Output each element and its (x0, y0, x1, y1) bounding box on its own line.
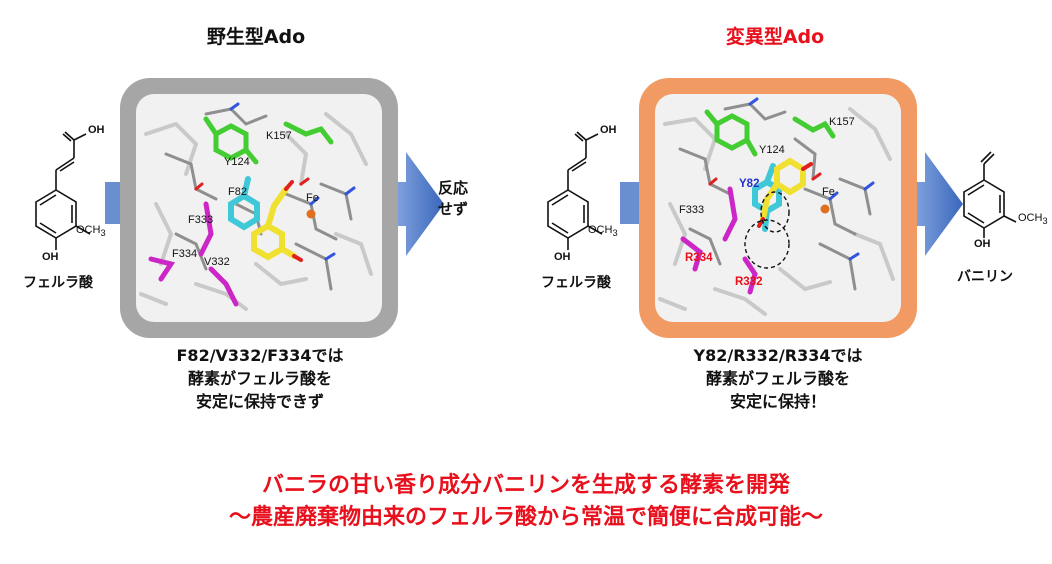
output-arrow-left (398, 152, 444, 256)
residue-label-fe-left: Fe (306, 192, 319, 204)
ferulic-acid-structure-left (35, 131, 91, 250)
wild-type-title: 野生型Ado (206, 26, 306, 48)
wild-type-caption: F82/V332/F334では 酵素がフェルラ酸を 安定に保持できず (110, 344, 410, 413)
headline: バニラの甘い香り成分バニリンを生成する酵素を開発 ～農産廃棄物由来のフェルラ酸か… (0, 470, 1052, 534)
mutant-structure-panel: K157 Y124 Y82 F333 R334 R332 Fe (639, 78, 917, 338)
mutant-title: 変異型Ado (725, 26, 825, 48)
mutant-structure-view: K157 Y124 Y82 F333 R334 R332 Fe (655, 94, 901, 322)
residue-label-k157-right: K157 (829, 116, 855, 128)
residue-label-r332-right: R332 (735, 276, 763, 288)
mutant-caption-line-2: 酵素がフェルラ酸を (705, 369, 850, 388)
och3-text: OCH (76, 224, 101, 236)
mutant-caption-line-3: 安定に保持！ (729, 392, 826, 411)
cooh-oh-label-right: OH (600, 124, 617, 136)
och3-label-vanillin: OCH3 (1018, 212, 1048, 226)
ferulic-acid-label-left: フェルラ酸 (23, 275, 93, 291)
vanillin-label: バニリン (957, 269, 1013, 285)
ferulic-acid-label-right: フェルラ酸 (541, 275, 611, 291)
wild-type-protein-render (139, 102, 373, 311)
och3-label-left: OCH3 (76, 224, 106, 238)
iron-atom-left (306, 209, 316, 219)
wild-type-structure-panel: K157 Y124 F82 F333 F334 V332 Fe (120, 78, 398, 338)
och3-text-right: OCH (588, 224, 613, 236)
residue-label-f333-right: F333 (679, 204, 705, 216)
vanillin-structure (963, 151, 1017, 238)
och3-label-right: OCH3 (588, 224, 618, 238)
ferulic-acid-structure-right (547, 131, 603, 250)
iron-atom-right (820, 204, 830, 214)
phenol-oh-label-right: OH (554, 251, 571, 263)
wild-type-caption-line-1: F82/V332/F334では (176, 346, 344, 365)
residue-label-f82-left: F82 (228, 186, 247, 198)
headline-line-2: ～農産廃棄物由来のフェルラ酸から常温で簡便に合成可能～ (228, 505, 823, 530)
no-reaction-text: 反応 せず (438, 179, 469, 218)
residue-label-y124-right: Y124 (759, 144, 785, 156)
headline-line-1: バニラの甘い香り成分バニリンを生成する酵素を開発 (261, 473, 790, 498)
residue-label-r334-right: R334 (685, 252, 713, 264)
residue-label-v332-left: V332 (204, 256, 230, 268)
mutant-caption: Y82/R332/R334では 酵素がフェルラ酸を 安定に保持！ (628, 344, 928, 413)
residue-label-f334-left: F334 (172, 248, 198, 260)
phenol-oh-label-vanillin: OH (974, 238, 991, 250)
output-arrow-right (917, 152, 963, 256)
och3-subscript: 3 (100, 228, 106, 239)
cooh-oh-label-left: OH (88, 124, 105, 136)
interaction-highlight-outer (744, 219, 790, 269)
wild-type-caption-line-3: 安定に保持できず (195, 392, 324, 411)
och3-text-vanillin: OCH (1018, 212, 1043, 224)
residue-label-k157-left: K157 (266, 130, 292, 142)
mutant-caption-line-1: Y82/R332/R334では (693, 346, 863, 365)
och3-subscript-right: 3 (612, 228, 618, 239)
phenol-oh-label-left: OH (42, 251, 59, 263)
interaction-highlight-inner (760, 191, 790, 233)
mutant-protein-render (658, 97, 895, 316)
residue-label-y124-left: Y124 (224, 156, 250, 168)
residue-label-fe-right: Fe (822, 186, 835, 198)
residue-label-y82-right: Y82 (739, 178, 760, 190)
wild-type-caption-line-2: 酵素がフェルラ酸を (187, 369, 332, 388)
residue-label-f333-left: F333 (188, 214, 214, 226)
wild-type-structure-view: K157 Y124 F82 F333 F334 V332 Fe (136, 94, 382, 322)
och3-subscript-vanillin: 3 (1042, 216, 1048, 227)
